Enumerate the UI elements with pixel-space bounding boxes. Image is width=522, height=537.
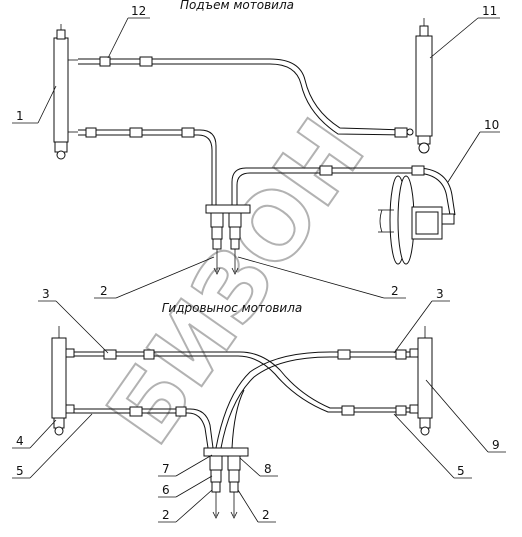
coupler-bottom — [203, 447, 249, 519]
hose-12 — [78, 56, 414, 138]
callout-12: 12 — [131, 4, 146, 18]
callout-2-bottom-right: 2 — [262, 508, 270, 522]
title-reel-lift: Подъем мотовила — [180, 0, 294, 12]
callout-10: 10 — [484, 118, 499, 132]
callout-11: 11 — [482, 4, 497, 18]
callout-2-top-left: 2 — [100, 284, 108, 298]
callout-7: 7 — [162, 462, 170, 476]
leader-lines — [12, 17, 506, 523]
callout-9: 9 — [492, 438, 500, 452]
callout-1: 1 — [16, 109, 24, 123]
callout-numbers: 1 12 11 10 2 2 3 3 4 5 5 9 7 6 8 2 2 — [16, 4, 500, 522]
hose-5 — [74, 389, 245, 449]
hose-cyl1-lower — [78, 127, 217, 205]
callout-4: 4 — [16, 434, 24, 448]
reel-drive-motor — [378, 175, 455, 265]
callout-5-right: 5 — [457, 464, 465, 478]
cylinder-4 — [51, 326, 75, 436]
callout-8: 8 — [264, 462, 272, 476]
cylinder-1 — [53, 24, 78, 160]
title-reel-fore-aft: Гидровынос мотовила — [162, 301, 303, 315]
hose-10 — [231, 165, 456, 216]
callout-2-top-right: 2 — [391, 284, 399, 298]
cylinder-11 — [415, 18, 433, 154]
callout-5-left: 5 — [16, 464, 24, 478]
callout-3-left: 3 — [42, 287, 50, 301]
coupler-top — [205, 204, 251, 275]
callout-6: 6 — [162, 483, 170, 497]
callout-2-bottom-left: 2 — [162, 508, 170, 522]
hose-3 — [74, 349, 410, 449]
callout-3-right: 3 — [436, 287, 444, 301]
cylinder-9 — [409, 326, 433, 436]
